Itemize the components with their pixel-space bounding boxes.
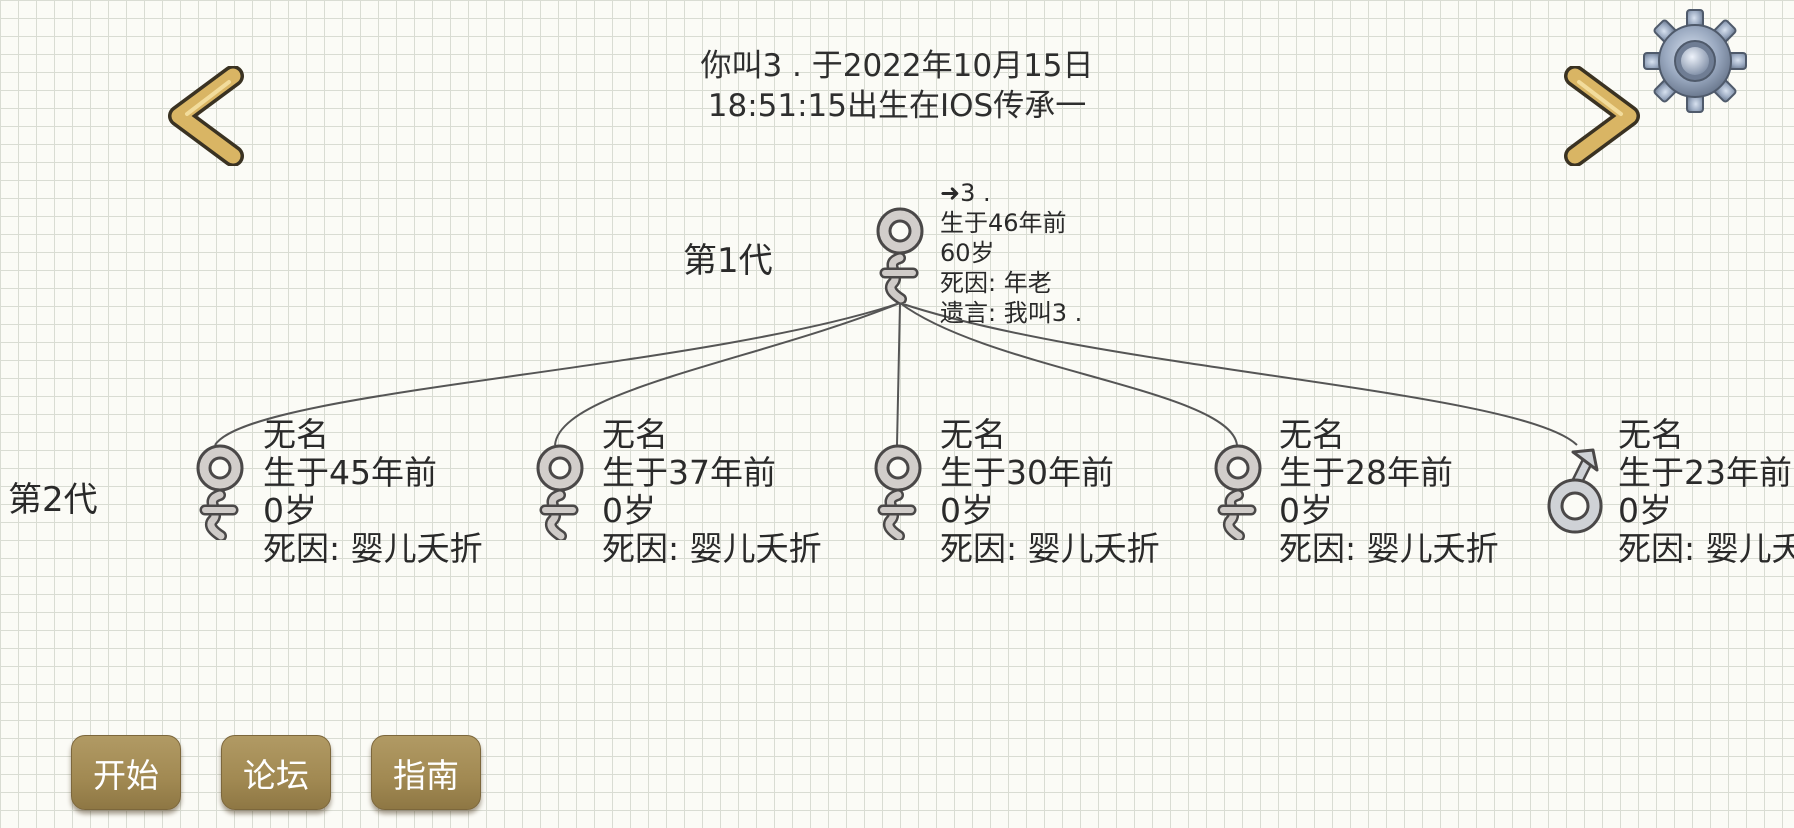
generation-label-1: 第1代 (683, 241, 773, 281)
female-symbol-icon[interactable] (1203, 440, 1273, 542)
person-birth: 生于23年前 (1618, 453, 1792, 492)
female-symbol-icon[interactable] (185, 440, 255, 542)
person-info-gen1: ➜3 . 生于46年前 60岁 死因: 年老 遗言: 我叫3 . (940, 178, 1082, 328)
prev-arrow-button[interactable] (163, 65, 253, 167)
person-birth: 生于37年前 (602, 453, 776, 492)
person-info-gen2-1: 无名 生于45年前 0岁 死因: 婴儿夭折 (263, 416, 483, 568)
person-age: 0岁 (940, 491, 994, 530)
person-cause-of-death: 死因: 年老 (940, 269, 1052, 297)
connector-line (896, 302, 901, 446)
female-symbol-icon[interactable] (525, 440, 595, 542)
gear-icon (1643, 9, 1747, 113)
chevron-left-icon (168, 65, 244, 167)
person-name: 无名 (602, 415, 668, 454)
person-info-gen2-5: 无名 生于23年前 0岁 死因: 婴儿夭折 (1618, 416, 1794, 568)
person-cause-of-death: 死因: 婴儿夭折 (940, 529, 1160, 568)
person-cause-of-death: 死因: 婴儿夭折 (1618, 529, 1794, 568)
person-birth: 生于28年前 (1279, 453, 1453, 492)
header-title-line-2: 18:51:15出生在IOS传承一 (707, 88, 1087, 124)
person-info-gen2-2: 无名 生于37年前 0岁 死因: 婴儿夭折 (602, 416, 822, 568)
person-age: 0岁 (602, 491, 656, 530)
person-cause-of-death: 死因: 婴儿夭折 (263, 529, 483, 568)
person-cause-of-death: 死因: 婴儿夭折 (1279, 529, 1499, 568)
person-name: 无名 (1618, 415, 1684, 454)
person-info-gen2-3: 无名 生于30年前 0岁 死因: 婴儿夭折 (940, 416, 1160, 568)
person-age: 0岁 (1279, 491, 1333, 530)
male-symbol-icon[interactable] (1543, 440, 1613, 540)
person-age: 0岁 (1618, 491, 1672, 530)
settings-button[interactable] (1640, 6, 1750, 116)
start-button[interactable]: 开始 (71, 735, 181, 810)
generation-label-2: 第2代 (8, 480, 98, 520)
female-symbol-icon[interactable] (863, 440, 933, 542)
person-birth: 生于46年前 (940, 209, 1067, 237)
person-name: 无名 (940, 415, 1006, 454)
person-name: ➜3 . (940, 179, 991, 207)
person-birth: 生于45年前 (263, 453, 437, 492)
person-age: 0岁 (263, 491, 317, 530)
person-birth: 生于30年前 (940, 453, 1114, 492)
next-arrow-button[interactable] (1555, 65, 1645, 167)
person-last-words: 遗言: 我叫3 . (940, 299, 1083, 327)
person-cause-of-death: 死因: 婴儿夭折 (602, 529, 822, 568)
person-age: 60岁 (940, 239, 995, 267)
chevron-right-icon (1564, 65, 1640, 167)
guide-button[interactable]: 指南 (371, 735, 481, 810)
header-title-line-1: 你叫3 . 于2022年10月15日 (700, 48, 1094, 84)
forum-button[interactable]: 论坛 (221, 735, 331, 810)
person-info-gen2-4: 无名 生于28年前 0岁 死因: 婴儿夭折 (1279, 416, 1499, 568)
person-name: 无名 (1279, 415, 1345, 454)
female-symbol-icon[interactable] (865, 203, 935, 305)
person-name: 无名 (263, 415, 329, 454)
